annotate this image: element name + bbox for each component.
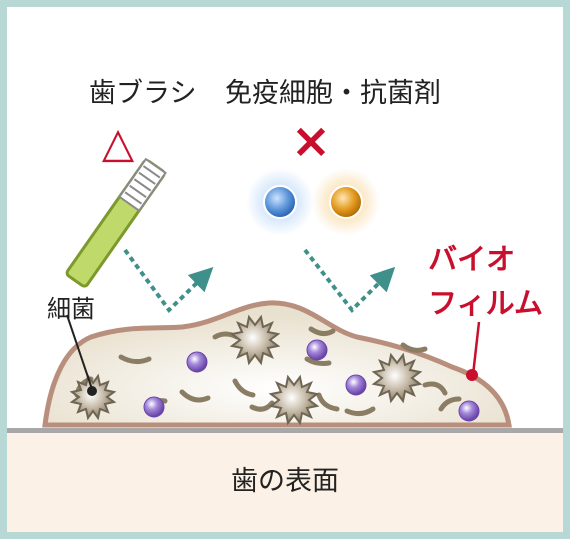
tooth-surface [7,428,563,532]
biofilm-label-line2: フィルム [428,286,543,320]
toothbrush-label: 歯ブラシ [89,78,197,109]
purple-bacteria [143,339,480,422]
biofilm-pointer-dot [466,369,478,381]
immune-label: 免疫細胞・抗菌剤 [225,78,441,109]
tooth-surface-label: 歯の表面 [231,466,339,497]
biofilm-pointer-line [471,321,481,376]
biofilm-label-line1: バイオ [428,242,516,276]
spiky-germs [69,314,423,426]
toothbrush-illustration [65,157,167,288]
bacteria-pointer-dot [87,386,97,396]
rod-bacteria [74,326,462,417]
diagram-art: △ × [42,113,512,428]
bacteria-pointer-line [66,314,93,390]
toothbrush-arrow [123,248,214,314]
immune-cells [246,168,380,236]
biofilm-label: バイオ フィルム [428,237,543,325]
immune-arrow [303,248,396,314]
bacteria-label: 細菌 [47,295,95,323]
triangle-mark: △ [102,118,135,167]
cross-mark: × [291,113,331,169]
